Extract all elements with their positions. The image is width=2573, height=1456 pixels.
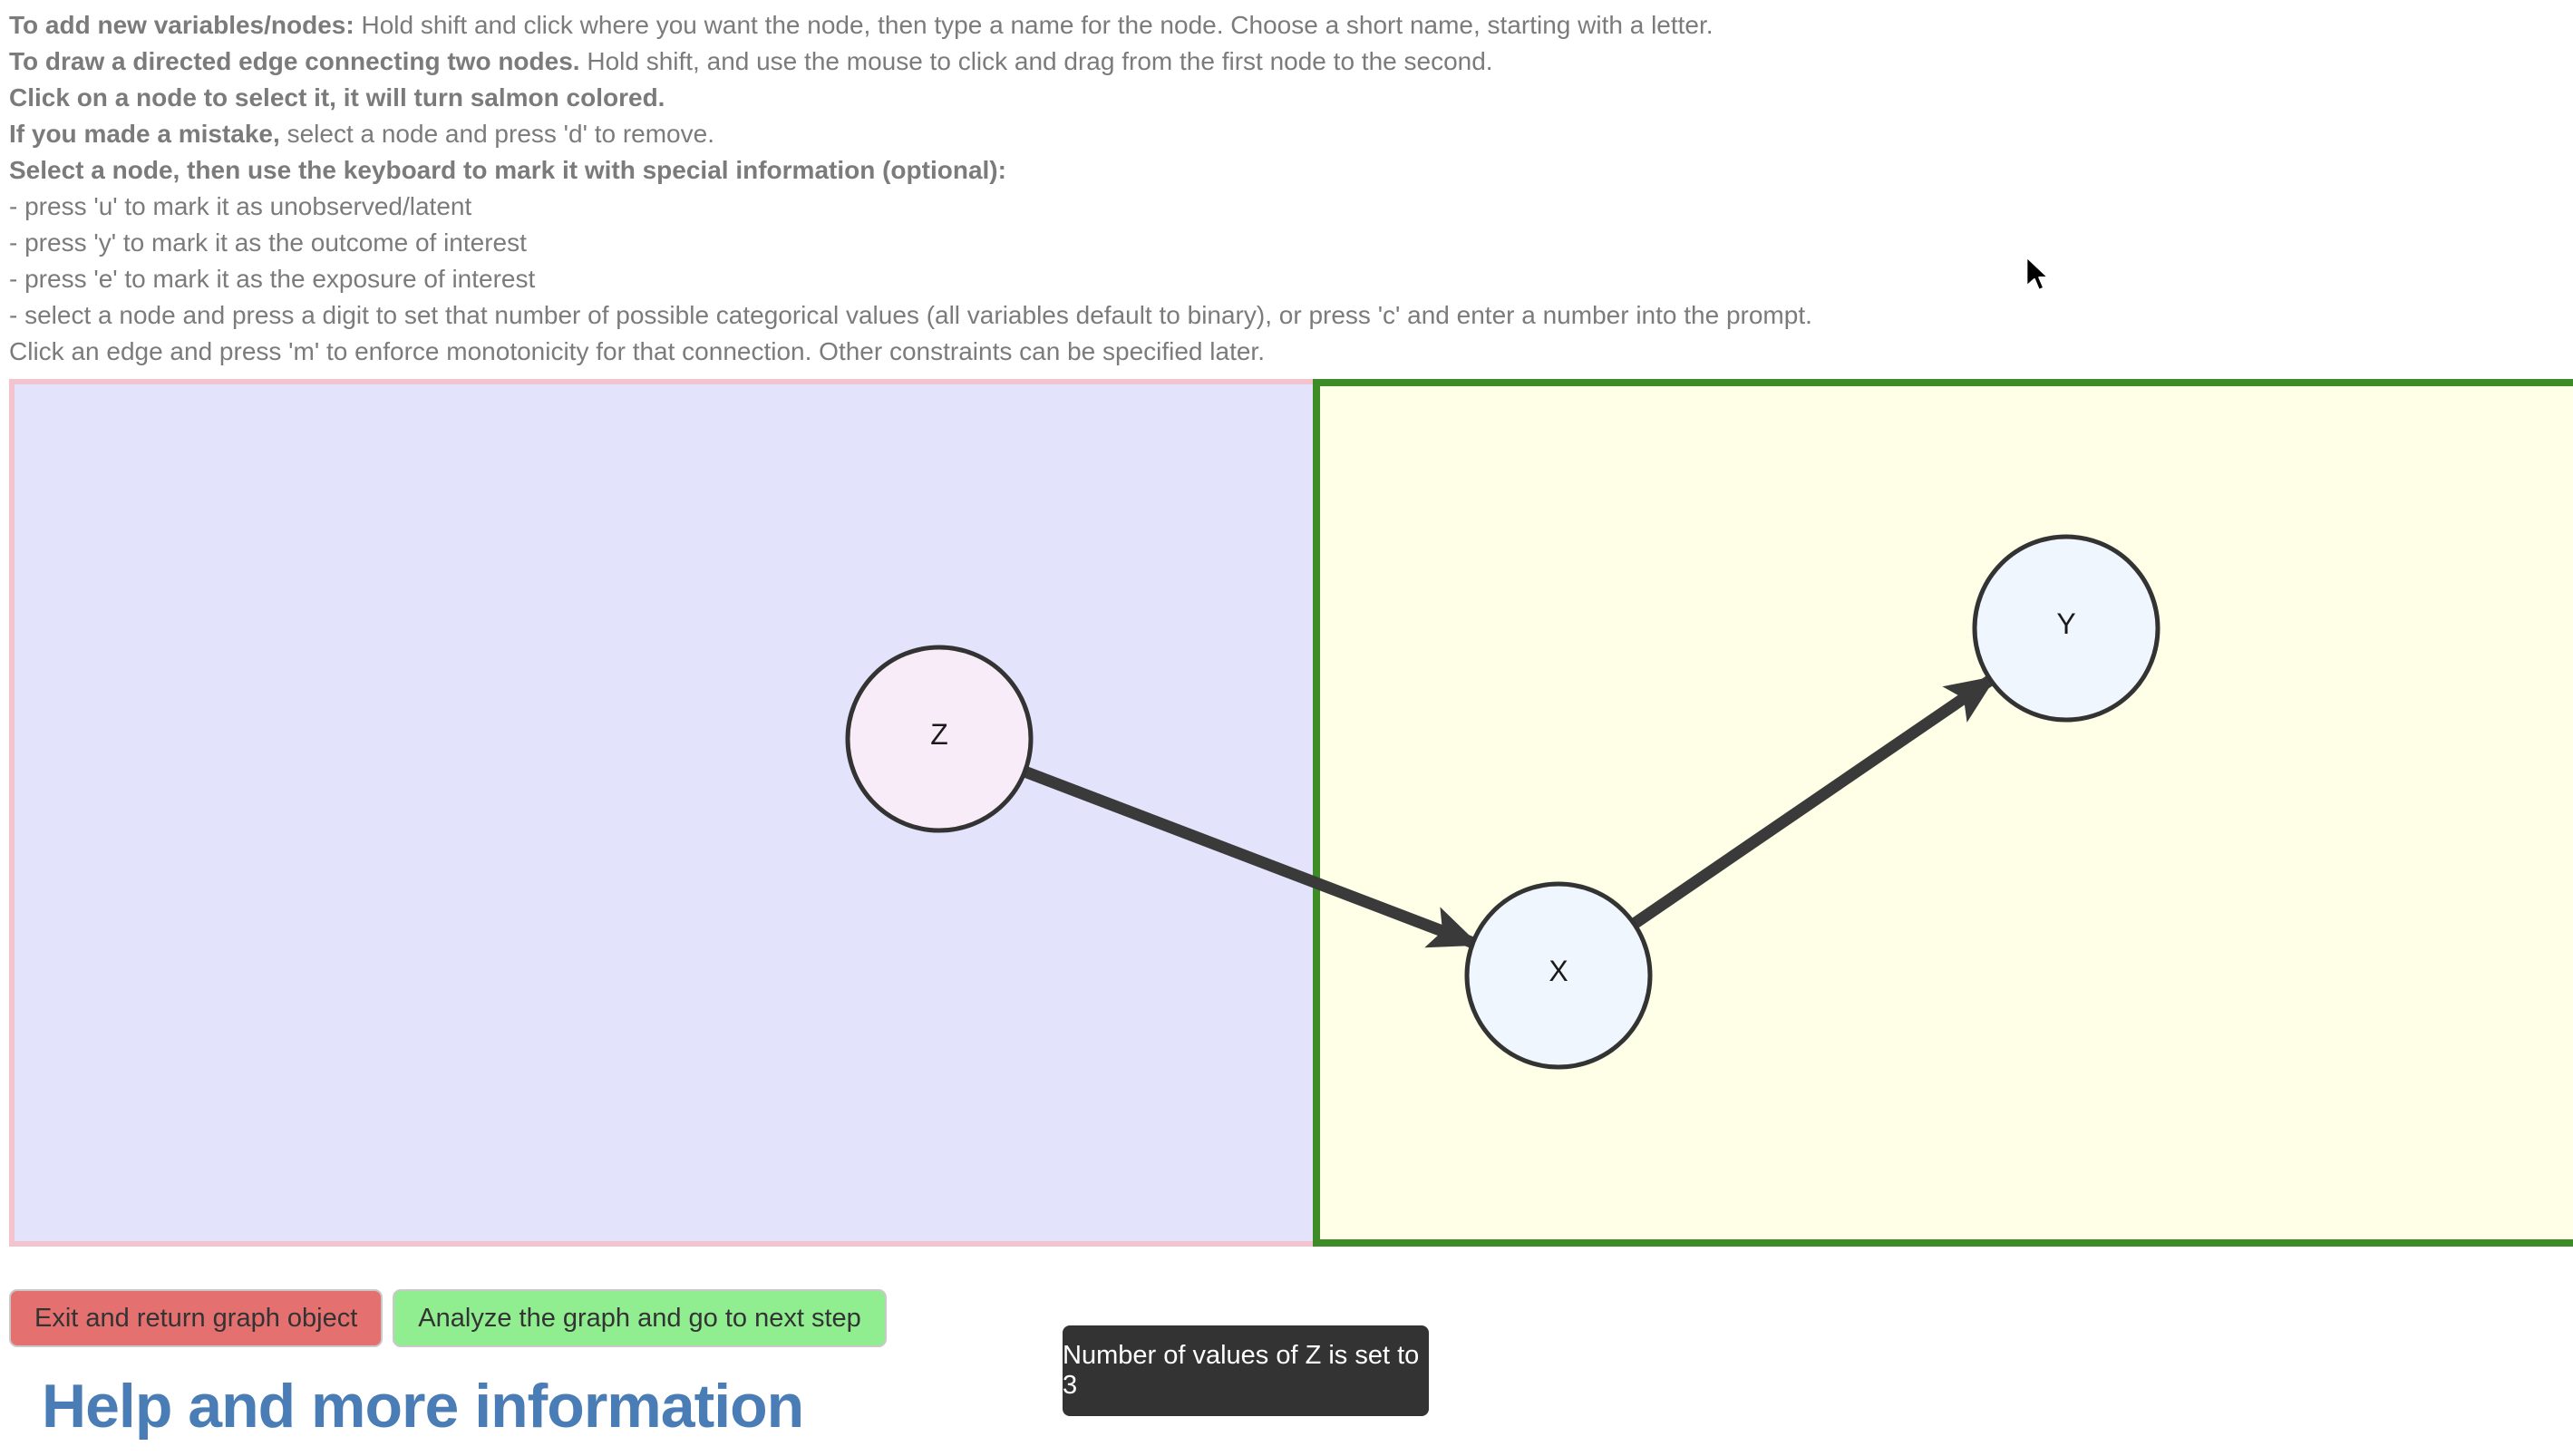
instruction-line: Click on a node to select it, it will tu… <box>9 80 2573 116</box>
instruction-line: - press 'e' to mark it as the exposure o… <box>9 261 2573 297</box>
exit-button[interactable]: Exit and return graph object <box>9 1289 384 1347</box>
instructions-block: To add new variables/nodes: Hold shift a… <box>0 0 2573 370</box>
instruction-text: Hold shift, and use the mouse to click a… <box>579 47 1493 75</box>
analyze-button[interactable]: Analyze the graph and go to next step <box>393 1289 887 1347</box>
canvas-region-left[interactable] <box>9 379 1313 1247</box>
node-X[interactable] <box>1464 881 1653 1070</box>
node-label-Y: Y <box>2056 607 2075 640</box>
instruction-line: If you made a mistake, select a node and… <box>9 116 2573 152</box>
instruction-text: - press 'u' to mark it as unobserved/lat… <box>9 192 472 220</box>
instruction-text: Click an edge and press 'm' to enforce m… <box>9 337 1265 365</box>
instruction-bold: Click on a node to select it, it will tu… <box>9 83 665 112</box>
instruction-line: To add new variables/nodes: Hold shift a… <box>9 7 2573 44</box>
mouse-cursor-icon <box>2025 256 2050 292</box>
edge-Z-to-X[interactable] <box>1024 766 1481 948</box>
instruction-text: select a node and press 'd' to remove. <box>279 120 714 148</box>
node-Z[interactable] <box>845 645 1034 833</box>
graph-svg: Z X Y <box>845 534 2160 1070</box>
node-Y[interactable] <box>1972 534 2160 723</box>
help-heading: Help and more information <box>42 1372 804 1441</box>
instruction-line: To draw a directed edge connecting two n… <box>9 44 2573 80</box>
edge-X-to-Y[interactable] <box>1632 675 1997 928</box>
instruction-text: Hold shift and click where you want the … <box>354 11 1714 39</box>
instruction-line: - press 'y' to mark it as the outcome of… <box>9 225 2573 261</box>
node-label-Z: Z <box>930 718 948 751</box>
instruction-text: - press 'e' to mark it as the exposure o… <box>9 265 536 293</box>
instruction-bold: To draw a directed edge connecting two n… <box>9 47 580 75</box>
instruction-bold: Select a node, then use the keyboard to … <box>9 156 1006 184</box>
toolbar: Exit and return graph object Analyze the… <box>9 1289 2573 1347</box>
nodes-layer: Z X Y <box>845 534 2160 1070</box>
instruction-line: Select a node, then use the keyboard to … <box>9 152 2573 189</box>
instruction-line: - press 'u' to mark it as unobserved/lat… <box>9 189 2573 225</box>
toast-notification: Number of values of Z is set to 3 <box>1063 1325 1429 1416</box>
instruction-bold: If you made a mistake, <box>9 120 280 148</box>
instruction-bold: To add new variables/nodes: <box>9 11 354 39</box>
canvas-region-right[interactable] <box>1313 379 2573 1247</box>
instruction-text: - press 'y' to mark it as the outcome of… <box>9 228 527 257</box>
instruction-line: - select a node and press a digit to set… <box>9 297 2573 334</box>
edges-layer <box>1024 675 1997 948</box>
instruction-text: - select a node and press a digit to set… <box>9 301 1812 329</box>
instruction-line: Click an edge and press 'm' to enforce m… <box>9 334 2573 370</box>
node-label-X: X <box>1549 955 1568 987</box>
graph-canvas: Z X Y <box>9 379 2573 1247</box>
toast-message: Number of values of Z is set to 3 <box>1063 1341 1420 1400</box>
